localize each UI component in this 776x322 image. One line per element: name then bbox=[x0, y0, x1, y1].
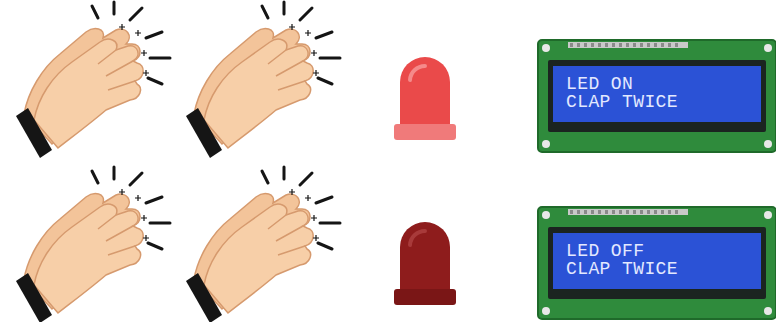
led-off bbox=[394, 222, 456, 305]
led-on bbox=[394, 57, 456, 140]
lcd-text: CLAP TWICE bbox=[566, 260, 761, 278]
lcd-text: LED ON bbox=[566, 75, 761, 93]
lcd-screen: LED OFFCLAP TWICE bbox=[553, 233, 761, 289]
lcd-text: CLAP TWICE bbox=[566, 93, 761, 111]
lcd-screen: LED ONCLAP TWICE bbox=[553, 66, 761, 122]
lcd-text: LED OFF bbox=[566, 242, 761, 260]
